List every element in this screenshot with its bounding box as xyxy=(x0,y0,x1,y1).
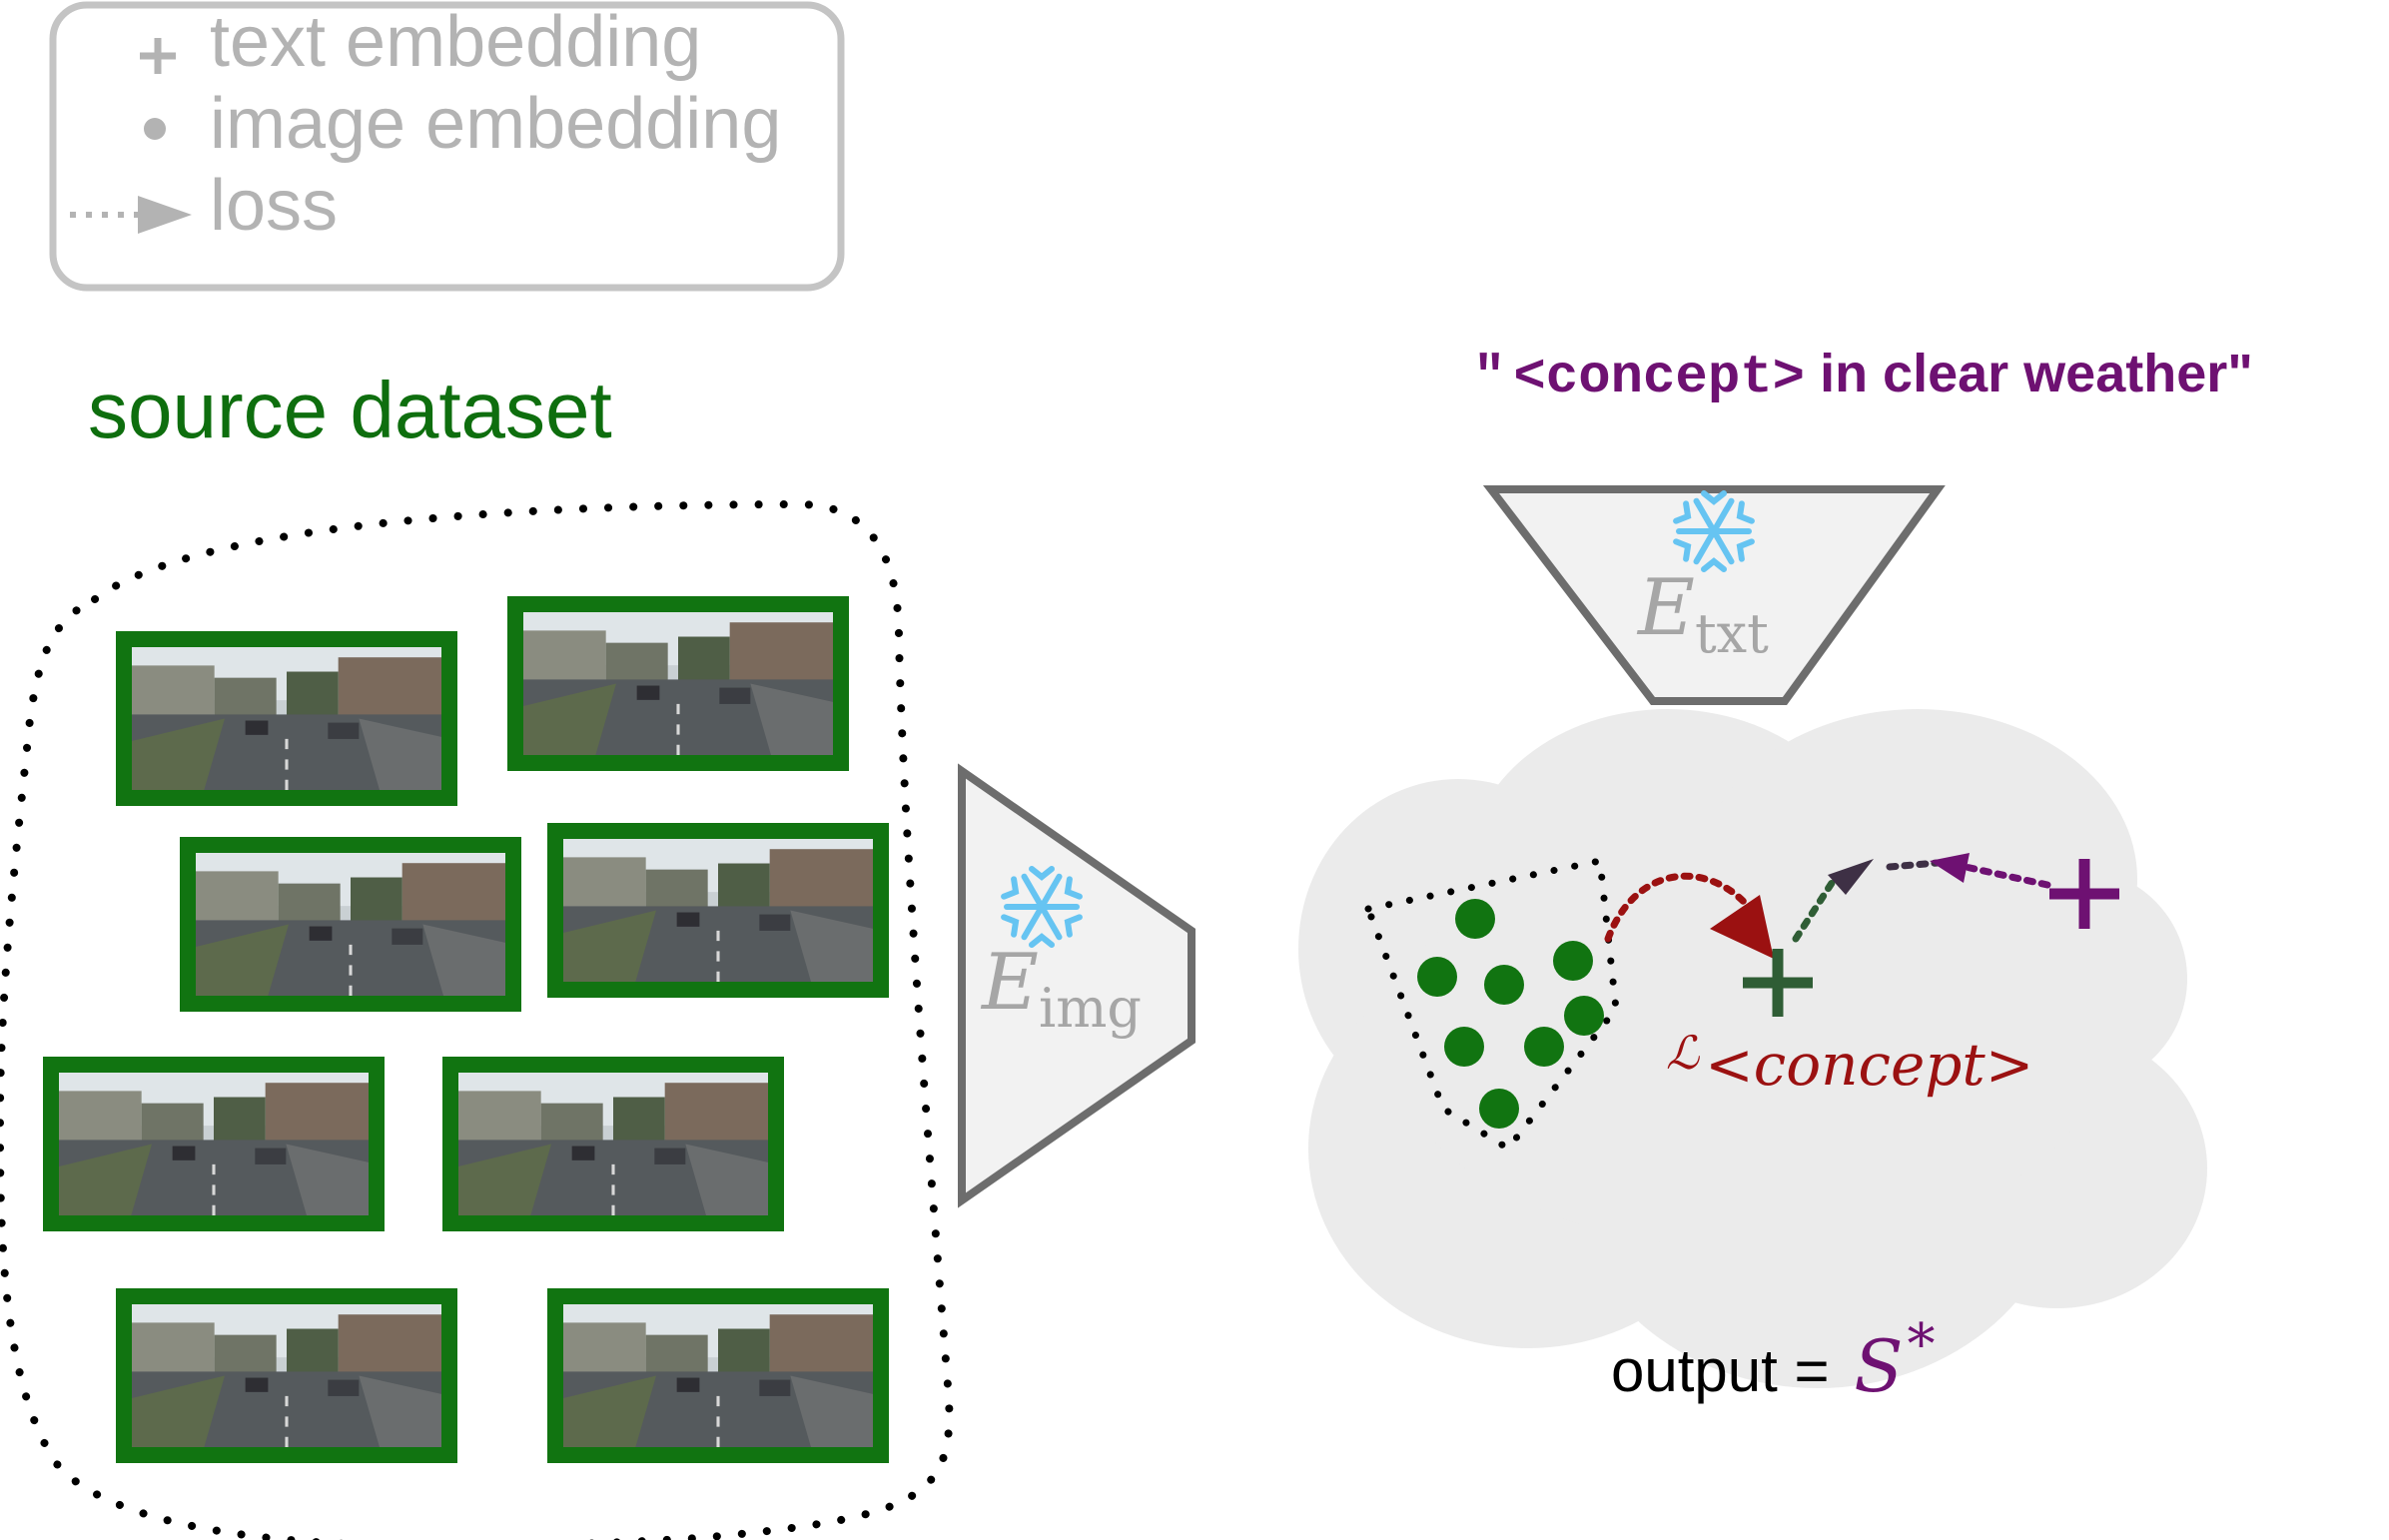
prompt-direction-arrow xyxy=(1886,859,1942,871)
image-encoder: Eimg xyxy=(958,763,1195,1208)
learned-concept-text-embedding xyxy=(1743,949,1813,1017)
prompt-embedding-arrowhead xyxy=(1930,853,1970,883)
direction-arrow xyxy=(1792,873,1840,943)
dataset-image xyxy=(507,596,849,771)
prompt-embedding-arrow xyxy=(1962,863,2051,889)
direction-arrowhead xyxy=(1828,859,1874,895)
snowflake-icon xyxy=(1001,866,1083,948)
dataset-image xyxy=(547,823,889,998)
image-embedding-point xyxy=(1444,1027,1484,1067)
dataset-image xyxy=(43,1057,385,1231)
image-embedding-point xyxy=(1553,941,1593,981)
prompt-text: "<concept> in clear weather" xyxy=(1473,344,2253,408)
image-embedding-legend-icon xyxy=(144,118,166,140)
image-embedding-point xyxy=(1484,965,1524,1005)
dataset-image xyxy=(116,631,457,806)
embedding-space-cloud xyxy=(1298,709,2207,1388)
legend: text embedding image embedding loss xyxy=(49,1,845,292)
image-encoder-label: Eimg xyxy=(980,938,1142,1040)
dataset-image xyxy=(442,1057,784,1231)
image-embedding-point xyxy=(1479,1089,1519,1129)
image-embedding-cluster-boundary xyxy=(1363,856,1620,1154)
image-embedding-point xyxy=(1524,1027,1564,1067)
dataset-images xyxy=(43,596,889,1463)
text-embedding-legend-icon xyxy=(140,38,176,74)
image-embedding-legend-label: image embedding xyxy=(210,84,781,164)
image-embedding-point xyxy=(1564,996,1604,1036)
legend-box xyxy=(49,1,845,292)
image-embedding-point xyxy=(1455,899,1495,939)
dataset-image xyxy=(547,1288,889,1463)
text-encoder-label: Etxt xyxy=(1636,563,1769,665)
loss-legend-label: loss xyxy=(210,166,338,246)
dataset-image xyxy=(116,1288,457,1463)
loss-arrow xyxy=(1604,872,1762,943)
loss-arrowhead xyxy=(1710,895,1774,959)
loss-label: ℒ<concept> xyxy=(1666,1026,2033,1099)
output-label: output = S* xyxy=(1611,1312,1936,1408)
text-encoder: Etxt xyxy=(1482,485,1946,705)
loss-legend-icon xyxy=(70,196,192,234)
image-embedding-point xyxy=(1417,957,1457,997)
snowflake-icon xyxy=(1673,490,1755,572)
text-embedding-legend-label: text embedding xyxy=(210,2,701,82)
source-dataset-label: source dataset xyxy=(88,366,612,454)
prompt-text-embedding xyxy=(2049,859,2119,929)
dataset-image xyxy=(180,837,521,1012)
image-embeddings xyxy=(1417,899,1604,1129)
